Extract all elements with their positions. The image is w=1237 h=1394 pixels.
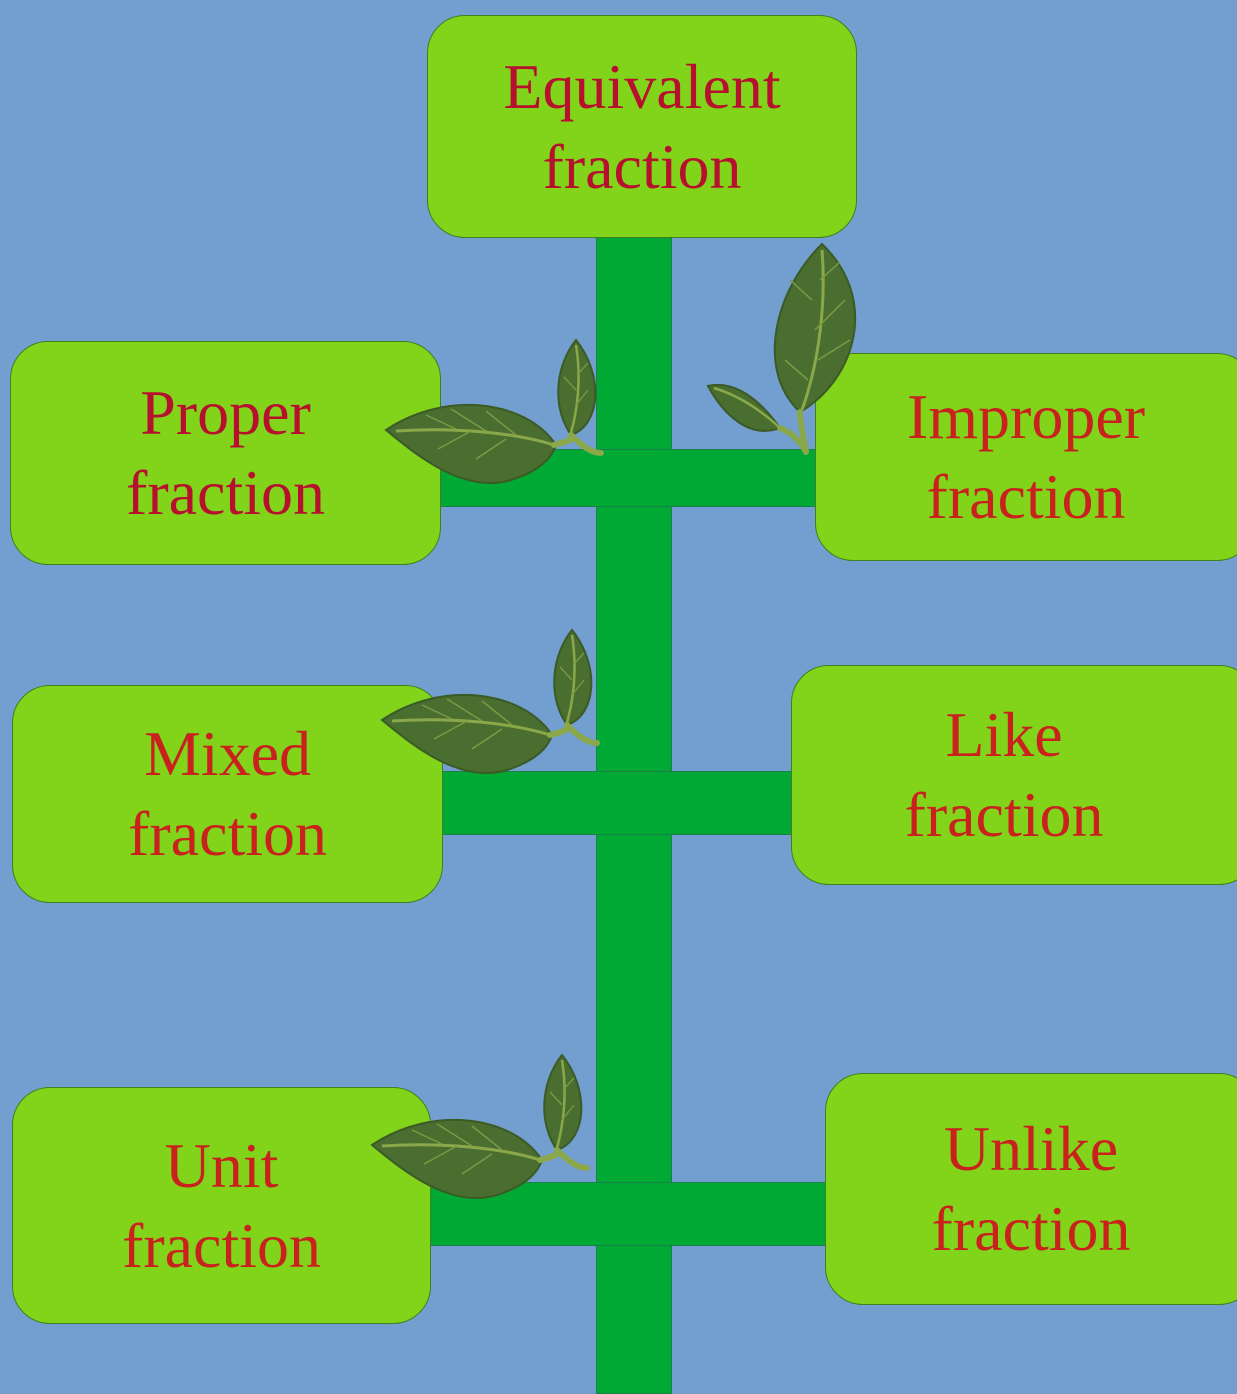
node-label-line2: fraction	[926, 461, 1126, 532]
node-improper-fraction: Improper fraction	[815, 353, 1237, 561]
node-label-line2: fraction	[126, 457, 325, 528]
node-label-line1: Unlike	[943, 1113, 1119, 1184]
node-like-fraction: Like fraction	[791, 665, 1237, 885]
branch-row-1	[438, 449, 818, 507]
node-label-line2: fraction	[904, 779, 1104, 850]
node-label-line1: Improper	[906, 381, 1146, 452]
node-mixed-fraction: Mixed fraction	[12, 685, 443, 903]
node-label-line2: fraction	[542, 130, 742, 202]
node-label-line1: Mixed	[143, 718, 312, 789]
branch-row-3	[428, 1182, 828, 1246]
node-label-line2: fraction	[128, 798, 327, 869]
node-unlike-fraction: Unlike fraction	[825, 1073, 1237, 1305]
branch-row-2	[440, 771, 794, 835]
node-label-line2: fraction	[122, 1209, 321, 1281]
node-label-line1: Unit	[164, 1129, 279, 1201]
node-label-line1: Equivalent	[503, 50, 781, 122]
node-equivalent-fraction: Equivalent fraction	[427, 15, 857, 238]
node-label-line1: Like	[945, 699, 1063, 770]
node-label-line2: fraction	[931, 1193, 1131, 1264]
node-label-line1: Proper	[140, 377, 311, 448]
node-unit-fraction: Unit fraction	[12, 1087, 431, 1324]
node-proper-fraction: Proper fraction	[10, 341, 441, 565]
